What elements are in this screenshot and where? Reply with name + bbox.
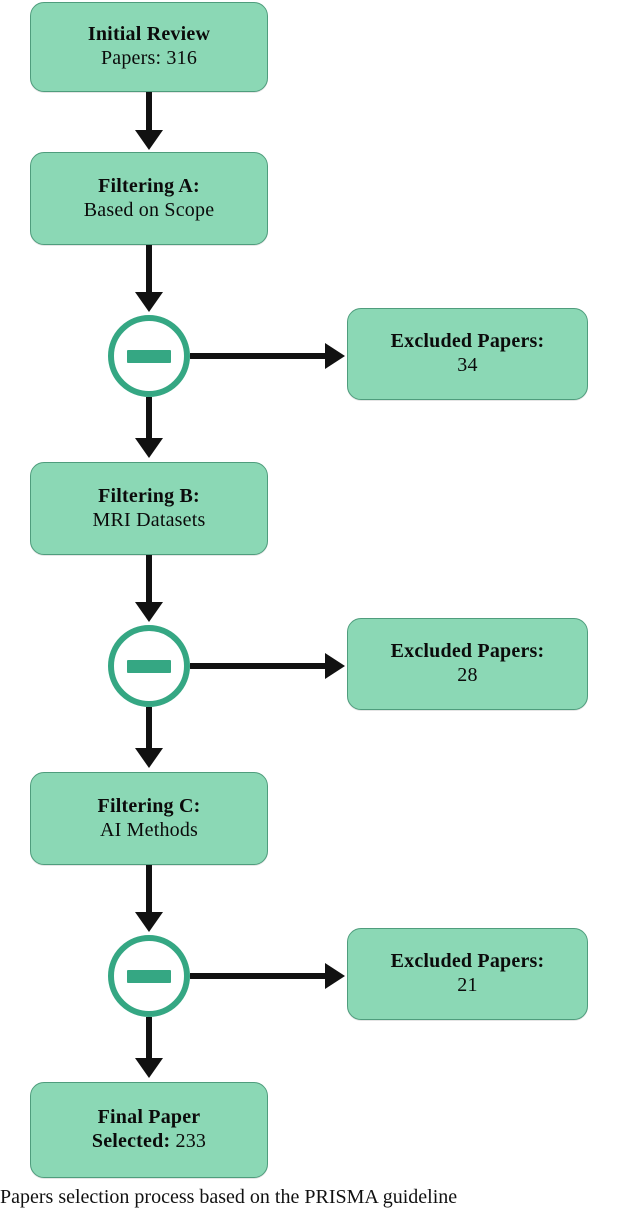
node-excluded-1-line1: Excluded Papers: bbox=[390, 330, 545, 353]
node-filtering-b: Filtering B: MRI Datasets bbox=[30, 462, 268, 555]
arrowhead-down-icon bbox=[135, 1058, 163, 1078]
minus-icon bbox=[127, 969, 171, 983]
exclusion-node-2 bbox=[108, 625, 190, 707]
arrowhead-right-icon bbox=[325, 343, 345, 369]
node-filtering-a: Filtering A: Based on Scope bbox=[30, 152, 268, 245]
arrowhead-right-icon bbox=[325, 653, 345, 679]
arrowhead-down-icon bbox=[135, 292, 163, 312]
arrow-filter-a-to-exclusion-1 bbox=[146, 245, 152, 297]
arrowhead-down-icon bbox=[135, 748, 163, 768]
arrowhead-down-icon bbox=[135, 130, 163, 150]
exclusion-node-3 bbox=[108, 935, 190, 1017]
node-filtering-c: Filtering C: AI Methods bbox=[30, 772, 268, 865]
node-filtering-a-line2: Based on Scope bbox=[83, 198, 215, 221]
arrow-exclusion-1-to-filter-b bbox=[146, 397, 152, 443]
node-excluded-3-line1: Excluded Papers: bbox=[390, 950, 545, 973]
node-excluded-papers-2: Excluded Papers: 28 bbox=[347, 618, 588, 710]
arrow-filter-c-to-exclusion-3 bbox=[146, 865, 152, 917]
arrowhead-down-icon bbox=[135, 602, 163, 622]
node-final-line2-label: Selected: bbox=[91, 1130, 171, 1152]
figure-caption: Papers selection process based on the PR… bbox=[0, 1186, 458, 1208]
node-initial-review-papers: Initial Review Papers: 316 bbox=[30, 2, 268, 92]
arrow-exclusion-1-to-excluded-box-1 bbox=[190, 353, 327, 359]
node-excluded-2-line2: 28 bbox=[457, 664, 478, 686]
node-filtering-b-line2: MRI Datasets bbox=[92, 508, 206, 531]
node-final-line1: Final Paper bbox=[97, 1106, 201, 1129]
node-filtering-c-line1: Filtering C: bbox=[97, 794, 201, 817]
minus-icon bbox=[127, 349, 171, 363]
minus-icon bbox=[127, 659, 171, 673]
node-final-line2-value: 233 bbox=[175, 1130, 207, 1152]
node-filtering-c-line2: AI Methods bbox=[99, 818, 199, 841]
node-final-paper-selected: Final Paper Selected: 233 bbox=[30, 1082, 268, 1178]
arrowhead-down-icon bbox=[135, 912, 163, 932]
node-excluded-3-line2: 21 bbox=[457, 974, 478, 996]
node-excluded-papers-1: Excluded Papers: 34 bbox=[347, 308, 588, 400]
node-final-line2: Selected: 233 bbox=[92, 1130, 206, 1154]
arrow-exclusion-3-to-excluded-box-3 bbox=[190, 973, 327, 979]
node-excluded-papers-3: Excluded Papers: 21 bbox=[347, 928, 588, 1020]
arrow-initial-to-filter-a bbox=[146, 92, 152, 134]
arrowhead-right-icon bbox=[325, 963, 345, 989]
arrowhead-down-icon bbox=[135, 438, 163, 458]
node-excluded-2-line1: Excluded Papers: bbox=[390, 640, 545, 663]
arrow-filter-b-to-exclusion-2 bbox=[146, 555, 152, 607]
arrow-exclusion-2-to-filter-c bbox=[146, 707, 152, 753]
node-excluded-1-line2: 34 bbox=[457, 354, 478, 376]
arrow-exclusion-2-to-excluded-box-2 bbox=[190, 663, 327, 669]
node-filtering-a-line1: Filtering A: bbox=[98, 174, 200, 197]
node-initial-line1: Initial Review bbox=[87, 23, 211, 46]
node-initial-line2: Papers: 316 bbox=[100, 47, 198, 69]
exclusion-node-1 bbox=[108, 315, 190, 397]
node-filtering-b-line1: Filtering B: bbox=[98, 484, 200, 507]
arrow-exclusion-3-to-final bbox=[146, 1017, 152, 1063]
